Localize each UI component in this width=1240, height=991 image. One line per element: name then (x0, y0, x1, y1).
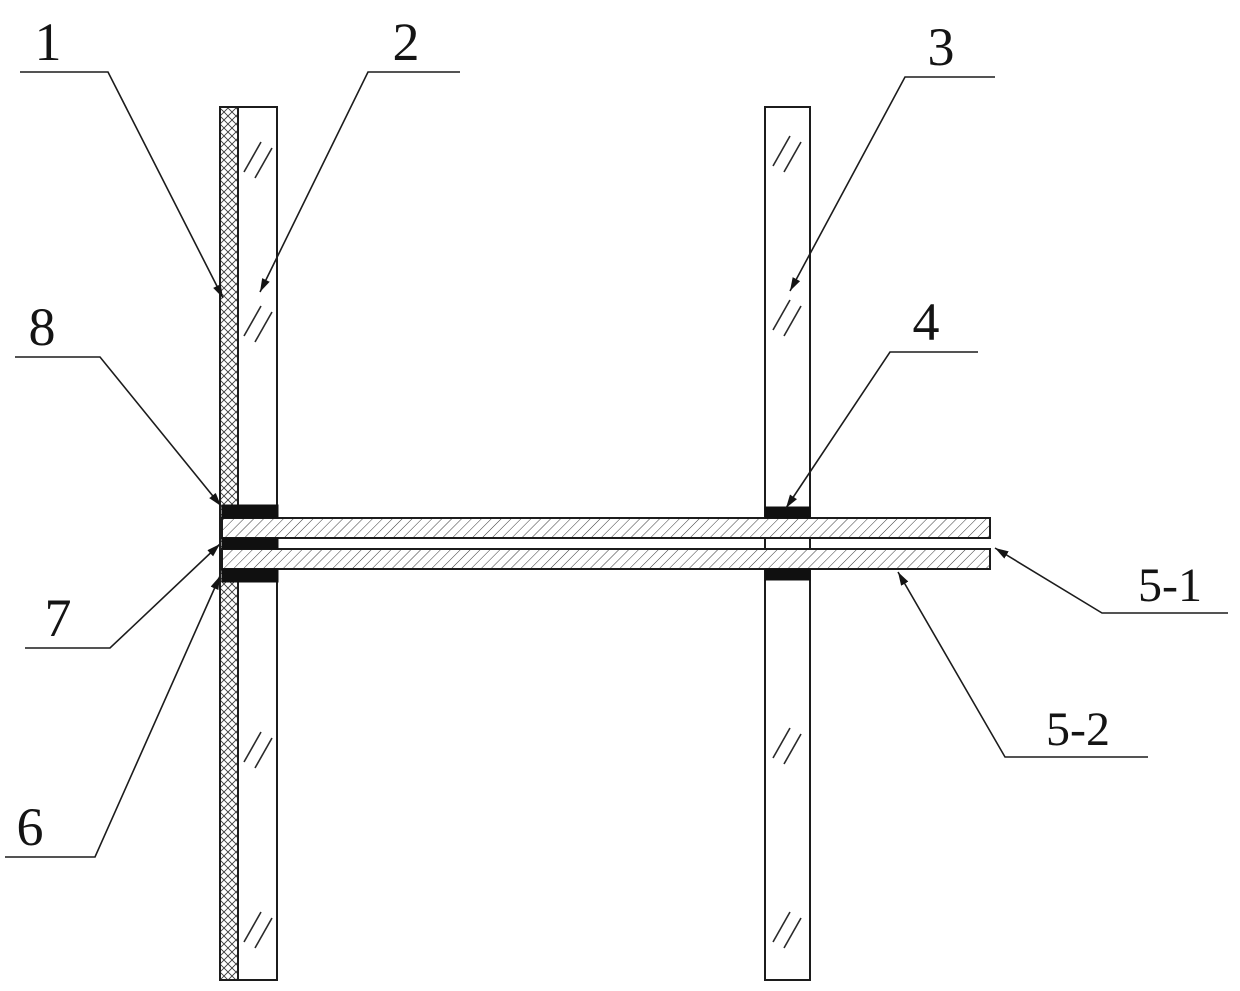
gaskets (221, 504, 811, 583)
horizontal-member (221, 517, 991, 570)
component-8-gasket (221, 504, 279, 519)
leader-line-6 (5, 575, 221, 858)
leader-line-5-2 (897, 571, 1148, 758)
leader-line-7 (25, 543, 221, 649)
component-7-gasket (221, 537, 279, 550)
callout-2: 2 (259, 12, 460, 293)
component-3-glass-panel (764, 106, 811, 981)
leader-line-4 (785, 351, 978, 509)
callout-label-4: 4 (913, 292, 940, 352)
callouts: 1 2 3 4 5-1 5-2 (5, 12, 1228, 858)
callout-1: 1 (20, 12, 224, 299)
callout-label-6: 6 (17, 797, 44, 857)
callout-7: 7 (25, 543, 221, 649)
leader-line-2 (259, 71, 460, 293)
callout-8: 8 (15, 297, 222, 507)
component-5-1-top-sheet (221, 517, 991, 539)
component-5-2-bottom-sheet (221, 548, 991, 570)
callout-6: 6 (5, 575, 221, 858)
callout-label-8: 8 (29, 297, 56, 357)
callout-5-2: 5-2 (897, 571, 1148, 758)
leader-line-8 (15, 356, 222, 507)
callout-5-1: 5-1 (994, 547, 1228, 614)
callout-4: 4 (785, 292, 978, 509)
right-lower-gasket (764, 568, 811, 581)
right-glass-panel-group (764, 106, 811, 981)
callout-label-5-1: 5-1 (1138, 559, 1202, 612)
callout-label-2: 2 (393, 12, 420, 72)
leader-line-5-1 (994, 547, 1228, 614)
leader-line-1 (20, 71, 224, 299)
callout-label-1: 1 (35, 12, 62, 72)
leader-line-3 (789, 76, 995, 292)
component-6-gasket (221, 568, 279, 583)
callout-label-3: 3 (928, 17, 955, 77)
component-4-gasket (764, 506, 811, 519)
callout-label-5-2: 5-2 (1046, 703, 1110, 756)
callout-label-7: 7 (45, 588, 72, 648)
callout-3: 3 (789, 17, 995, 292)
